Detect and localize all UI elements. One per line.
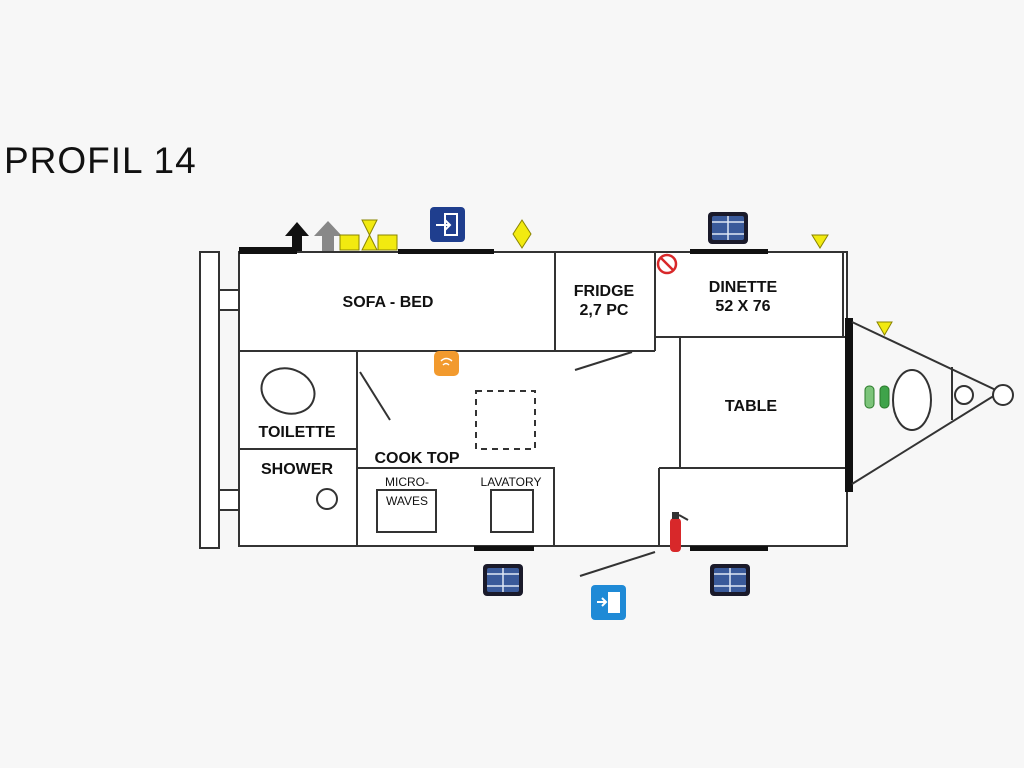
wall-openings (239, 247, 853, 551)
label-shower: SHOWER (261, 461, 333, 478)
skylight (475, 390, 536, 450)
page-title: PROFIL 14 (4, 140, 197, 181)
trailer-body (238, 251, 848, 547)
rear-hitch-top (218, 289, 240, 311)
window-icon (707, 211, 749, 245)
vent-arrow-black-icon (285, 222, 309, 251)
entry-door-icon[interactable] (430, 207, 465, 242)
label-sofa-bed: SOFA - BED (343, 294, 434, 311)
rear-hitch-bottom (218, 489, 240, 511)
label-table: TABLE (725, 398, 777, 415)
propane-tank-icon (864, 385, 890, 409)
trailer-tongue (851, 321, 1014, 485)
window-icon (709, 563, 751, 597)
toilet-bowl (260, 367, 316, 415)
microwave-box (376, 489, 437, 533)
label-fridge-capacity: 2,7 PC (580, 302, 629, 319)
label-dinette: DINETTE (709, 279, 778, 296)
label-microwaves: MICRO- (385, 475, 429, 489)
vent-arrow-gray-icon (314, 221, 342, 251)
emergency-exit-icon[interactable] (591, 585, 626, 620)
label-toilette: TOILETTE (258, 424, 335, 441)
window-icon (482, 563, 524, 597)
label-lavatory: LAVATORY (481, 475, 542, 489)
label-fridge: FRIDGE (574, 283, 635, 300)
fire-extinguisher-icon (670, 512, 689, 552)
label-dinette-size: 52 X 76 (715, 298, 770, 315)
interior-walls (239, 252, 847, 547)
shower-drain (316, 488, 338, 510)
lavatory-sink (490, 489, 534, 533)
rear-bumper (199, 251, 220, 549)
label-cook-top: COOK TOP (374, 450, 459, 467)
label-microwaves-2: WAVES (386, 494, 428, 508)
no-smoking-icon (656, 253, 678, 275)
yellow-marker-icon (339, 219, 893, 337)
smoke-detector-icon (434, 351, 459, 376)
door-swings (359, 351, 656, 577)
